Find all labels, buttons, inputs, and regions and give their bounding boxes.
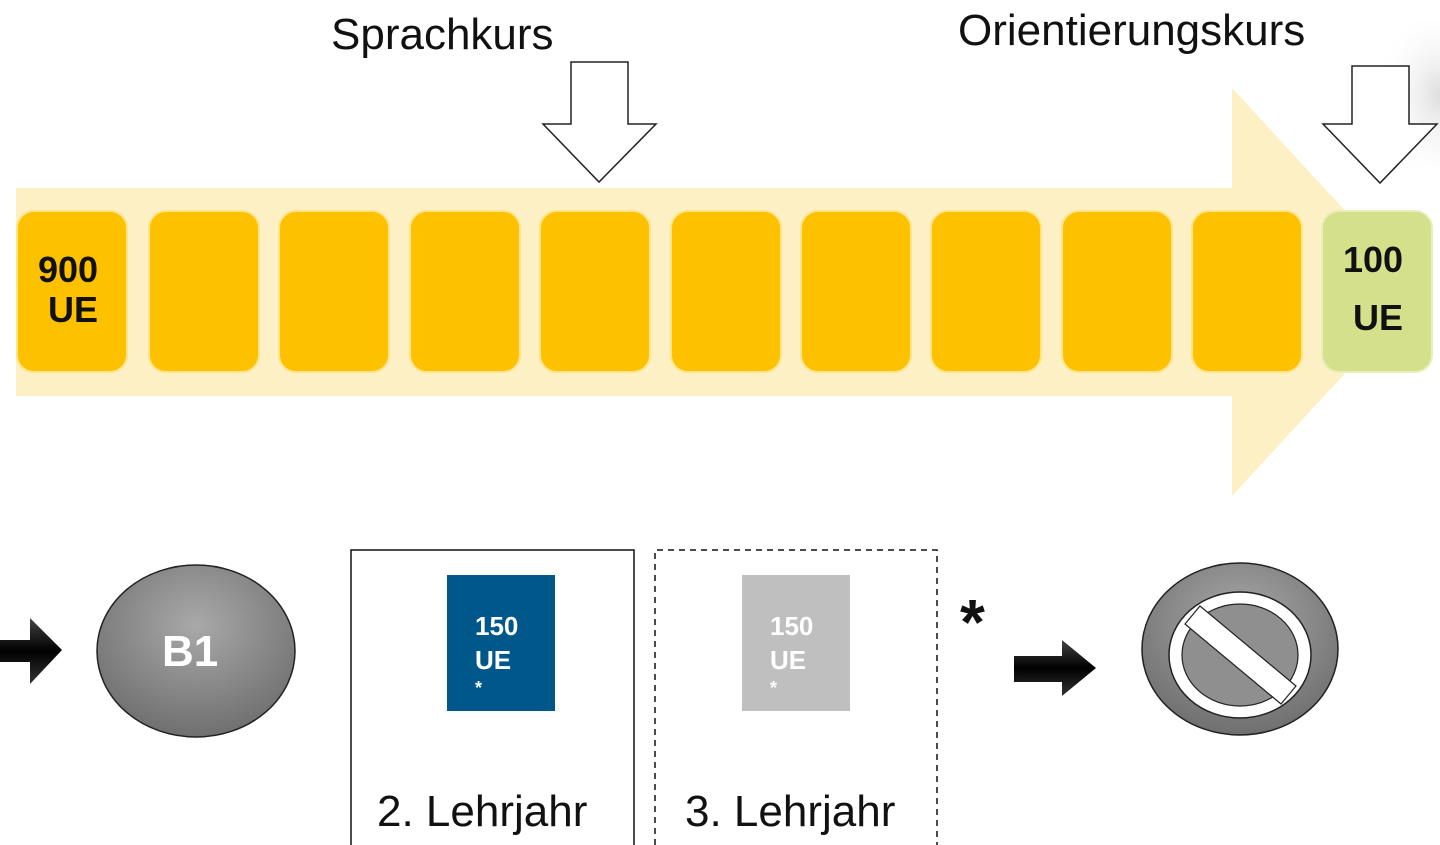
year3-course-unit: UE: [770, 645, 807, 675]
year2-course-block: 150 UE *: [447, 575, 555, 711]
course-box: [148, 210, 260, 373]
sprachkurs-label: Sprachkurs: [331, 10, 554, 59]
box-900-unit: UE: [48, 289, 99, 330]
course-box: [409, 210, 521, 373]
no-entry-icon: [1168, 591, 1312, 719]
box-100-ue: 100 UE: [1321, 210, 1433, 373]
arrow-right-icon: [1014, 640, 1096, 696]
course-box: [1191, 210, 1303, 373]
course-box: [278, 210, 390, 373]
year3-label: 3. Lehrjahr: [685, 787, 896, 836]
b1-label: B1: [162, 627, 219, 676]
box-100-value: 100: [1343, 239, 1404, 280]
orientierungskurs-label: Orientierungskurs: [958, 6, 1306, 55]
year3-course-hours: 150: [770, 611, 814, 641]
year2-frame: [350, 549, 635, 845]
year3-frame: [654, 549, 938, 845]
course-box: [930, 210, 1042, 373]
year2-label: 2. Lehrjahr: [377, 787, 588, 836]
orientierungskurs-down-arrow-icon: [1321, 65, 1439, 185]
box-900-value: 900: [38, 249, 99, 290]
year2-course-unit: UE: [475, 645, 512, 675]
asterisk-note: *: [960, 586, 985, 658]
year2-course-hours: 150: [475, 611, 519, 641]
year3-course-star: *: [770, 678, 778, 698]
course-box: [800, 210, 912, 373]
year2-course-star: *: [475, 678, 483, 698]
arrow-right-icon: [0, 618, 62, 684]
b1-oval: [96, 564, 296, 738]
course-box: [1061, 210, 1173, 373]
box-100-unit: UE: [1353, 297, 1404, 338]
course-box: [539, 210, 651, 373]
sprachkurs-down-arrow-icon: [541, 61, 658, 184]
box-900-ue: 900 UE: [16, 210, 128, 373]
course-box: [670, 210, 782, 373]
year3-course-block: 150 UE *: [742, 575, 850, 711]
